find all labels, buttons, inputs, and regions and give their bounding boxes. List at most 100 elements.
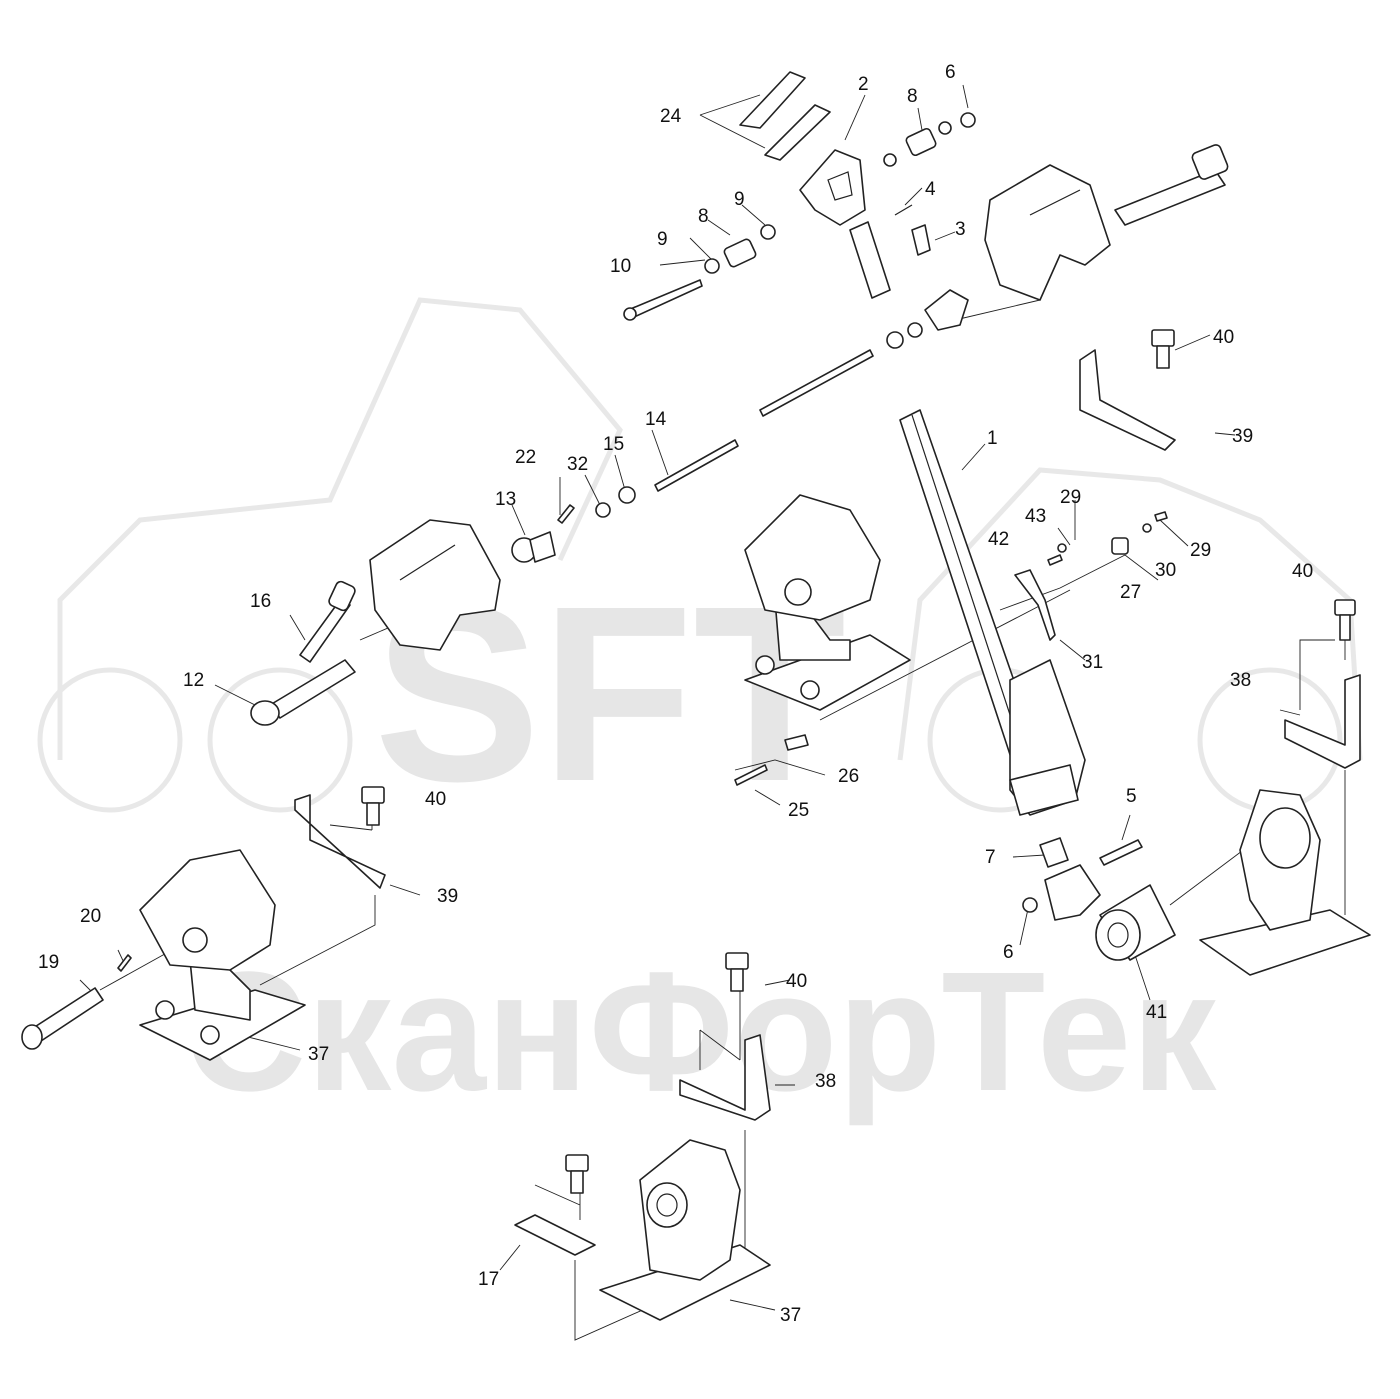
label-37-left: 37 — [308, 1044, 329, 1065]
part-5-bolt — [1099, 839, 1143, 866]
bottom-support — [599, 1139, 771, 1321]
label-29-top: 29 — [1060, 487, 1081, 508]
part-24-plates — [739, 71, 831, 161]
bushing-8-left — [723, 238, 757, 268]
label-32: 32 — [567, 454, 588, 475]
label-16: 16 — [250, 591, 271, 612]
part-40-bolt-left — [361, 786, 385, 826]
label-25: 25 — [788, 800, 809, 821]
label-19: 19 — [38, 952, 59, 973]
label-8-left: 8 — [698, 206, 709, 227]
label-31: 31 — [1082, 652, 1103, 673]
right-support-bracket — [1199, 789, 1371, 976]
label-30: 30 — [1155, 560, 1176, 581]
part-3-bolt — [911, 224, 931, 256]
part-40-bolt-bottom — [725, 952, 749, 992]
label-6-top: 6 — [945, 62, 956, 83]
label-43: 43 — [1025, 506, 1046, 527]
part-16-lever — [299, 580, 356, 663]
part-12-shaft — [250, 659, 356, 726]
label-9-left: 9 — [657, 229, 668, 250]
part-41-roller — [1095, 884, 1176, 961]
part-7-bushing — [1039, 837, 1069, 868]
part-38-bracket-right — [1284, 674, 1361, 769]
part-32-washer — [595, 502, 611, 518]
washer-9-right — [760, 224, 776, 240]
label-37-bottom: 37 — [780, 1305, 801, 1326]
label-27: 27 — [1120, 582, 1141, 603]
part-13-coupling — [511, 531, 556, 563]
label-24: 24 — [660, 106, 682, 127]
label-8-top: 8 — [907, 86, 918, 107]
part-39-bracket-top-right — [1079, 349, 1176, 451]
part-4-pin — [894, 204, 913, 216]
part-22-pin — [557, 504, 575, 524]
label-40-left: 40 — [425, 789, 446, 810]
shaft-top-right — [1114, 144, 1229, 226]
washer-top-1 — [938, 121, 952, 135]
washer-9-left — [704, 258, 720, 274]
label-42: 42 — [988, 529, 1009, 550]
label-15: 15 — [603, 434, 624, 455]
leader-lines — [79, 84, 1346, 1341]
washer-top-2 — [883, 153, 897, 167]
label-40-bottom: 40 — [786, 971, 807, 992]
part-39-bracket-left — [294, 794, 386, 889]
part-31-bracket — [1014, 569, 1056, 641]
label-12: 12 — [183, 670, 204, 691]
label-38-right: 38 — [1230, 670, 1251, 691]
coupling-top — [924, 289, 969, 331]
part-26-clip — [784, 734, 809, 751]
part-42-pin — [1047, 554, 1063, 566]
label-7: 7 — [985, 847, 996, 868]
part-6-nut-top — [960, 112, 976, 128]
part-14-long-shaft — [654, 349, 874, 492]
part-43-washer — [1057, 543, 1067, 553]
part-labels: 1 2 3 4 5 6 6 7 8 8 9 9 10 12 13 14 15 1… — [38, 62, 1313, 1326]
part-30-washer — [1142, 523, 1152, 533]
part-40-bolt-top-right — [1151, 329, 1175, 369]
washer-mid-2 — [886, 331, 904, 349]
label-9-right: 9 — [734, 189, 745, 210]
part-29-screw — [1154, 511, 1168, 522]
label-20: 20 — [80, 906, 101, 927]
label-39-left: 39 — [437, 886, 458, 907]
label-1: 1 — [987, 428, 998, 449]
label-2: 2 — [858, 74, 869, 95]
label-38-bottom: 38 — [815, 1071, 836, 1092]
label-41: 41 — [1146, 1002, 1167, 1023]
label-39-right: 39 — [1232, 426, 1253, 447]
part-19-pin — [21, 987, 104, 1050]
label-22: 22 — [515, 447, 536, 468]
part-40-bolt-lower-left — [565, 1154, 589, 1194]
part-40-bolt-right — [1334, 599, 1356, 641]
label-29-right: 29 — [1190, 540, 1211, 561]
label-5: 5 — [1126, 786, 1137, 807]
part-2-yoke — [799, 149, 866, 226]
label-4: 4 — [925, 179, 936, 200]
part-8-bushing-top — [905, 127, 937, 157]
housing-left — [369, 519, 501, 651]
part-17-plate — [514, 1214, 596, 1256]
bracket-bottom-column — [1044, 864, 1101, 921]
label-14: 14 — [645, 409, 667, 430]
label-3: 3 — [955, 219, 966, 240]
label-10: 10 — [610, 256, 631, 277]
label-40-right: 40 — [1292, 561, 1313, 582]
part-10-bolt — [623, 279, 703, 321]
part-38-bracket-bottom — [679, 1034, 771, 1121]
left-bottom-support — [139, 849, 306, 1061]
label-26: 26 — [838, 766, 859, 787]
label-6-bottom: 6 — [1003, 942, 1014, 963]
shaft-upper — [849, 221, 891, 299]
label-13: 13 — [495, 489, 516, 510]
center-bracket-assembly — [744, 494, 911, 711]
housing-top-right — [984, 164, 1111, 301]
part-15-bushing — [618, 486, 636, 504]
part-27-nut — [1111, 537, 1129, 555]
part-1-column — [899, 409, 1086, 816]
washer-mid-1 — [907, 322, 923, 338]
part-6-nut-bottom — [1022, 897, 1038, 913]
parts — [21, 71, 1371, 1321]
